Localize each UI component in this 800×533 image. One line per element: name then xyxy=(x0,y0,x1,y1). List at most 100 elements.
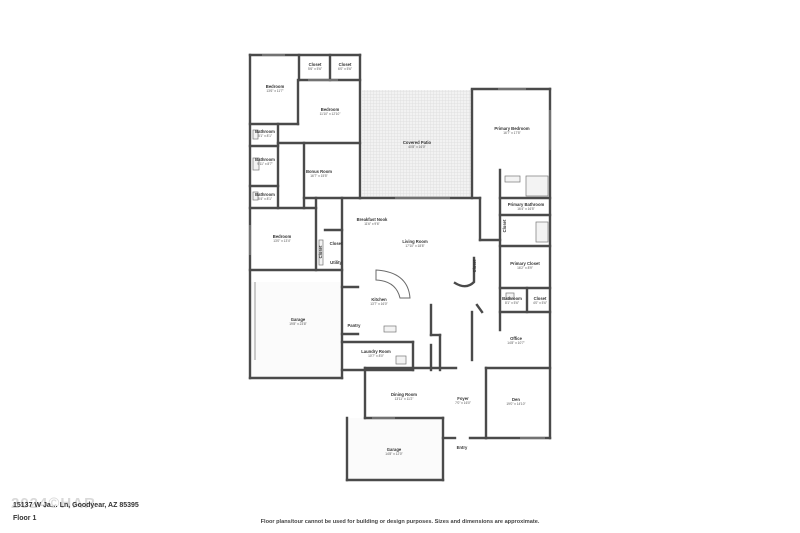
svg-text:Closet: Closet xyxy=(318,245,323,258)
svg-text:17'10" x 18'8": 17'10" x 18'8" xyxy=(405,244,424,248)
svg-text:Bedroom: Bedroom xyxy=(266,84,285,89)
svg-text:5'1" x 8'1": 5'1" x 8'1" xyxy=(258,134,272,138)
svg-text:Covered Patio: Covered Patio xyxy=(403,140,432,145)
svg-text:19'0" x 14'10": 19'0" x 14'10" xyxy=(506,402,525,406)
room-label-garage-1: Garage 19'8" x 23'8" xyxy=(289,317,306,326)
svg-text:Closet: Closet xyxy=(502,219,507,232)
room-label-bathroom-3: Bathroom 5'4" x 8'1" xyxy=(255,192,275,201)
windows xyxy=(249,54,551,439)
room-label-dining-room: Dining Room 13'11" x 11'2" xyxy=(391,392,417,401)
svg-text:Laundry Room: Laundry Room xyxy=(361,349,391,354)
svg-text:13'6" x 11'7": 13'6" x 11'7" xyxy=(266,89,283,93)
room-label-closet-7: Closet 4'0" x 5'6" xyxy=(533,296,547,305)
svg-text:Bathroom: Bathroom xyxy=(255,129,275,134)
room-label-bedroom-2: Bedroom 11'10" x 12'10" xyxy=(320,107,341,116)
room-label-closet-1: Closet 5'6" x 5'6" xyxy=(308,62,322,71)
svg-text:Closet: Closet xyxy=(339,62,352,67)
svg-text:6'0" x 5'6": 6'0" x 5'6" xyxy=(338,67,352,71)
room-label-primary-bedroom: Primary Bedroom 16'7" x 17'5" xyxy=(494,126,529,135)
svg-text:16'7" x 17'5": 16'7" x 17'5" xyxy=(503,131,520,135)
svg-text:5'4" x 8'1": 5'4" x 8'1" xyxy=(258,197,272,201)
room-label-closet-5: Closet xyxy=(502,219,507,232)
svg-text:Breakfast Nook: Breakfast Nook xyxy=(357,217,388,222)
room-label-garage-2: Garage 14'8" x 12'0" xyxy=(385,447,402,456)
room-label-bedroom-1: Bedroom 13'6" x 11'7" xyxy=(266,84,285,93)
disclaimer-text: Floor plans/tour cannot be used for buil… xyxy=(260,519,540,525)
room-label-breakfast-nook: Breakfast Nook 11'6" x 9'6" xyxy=(357,217,388,226)
svg-text:Garage: Garage xyxy=(291,317,306,322)
property-address: 15137 W Ja… Ln, Goodyear, AZ 85395 xyxy=(13,502,139,509)
kitchen-island-curve xyxy=(375,269,411,299)
svg-text:40'8" x 16'0": 40'8" x 16'0" xyxy=(408,145,425,149)
room-label-closet-4: Closet xyxy=(472,259,477,272)
svg-text:Living Room: Living Room xyxy=(402,239,428,244)
svg-text:Primary Bathroom: Primary Bathroom xyxy=(508,202,545,207)
svg-text:4'0" x 5'6": 4'0" x 5'6" xyxy=(533,301,547,305)
svg-text:10'7" x 8'0": 10'7" x 8'0" xyxy=(368,354,384,358)
svg-text:11'10" x 12'10": 11'10" x 12'10" xyxy=(320,112,341,116)
room-label-utility: Utility xyxy=(330,260,342,265)
room-label-office: Office 14'8" x 10'7" xyxy=(507,336,524,345)
floor-label: Floor 1 xyxy=(13,515,37,522)
svg-text:13'7" x 16'0": 13'7" x 16'0" xyxy=(370,302,387,306)
svg-text:Bathroom: Bathroom xyxy=(255,192,275,197)
svg-text:14'8" x 12'0": 14'8" x 12'0" xyxy=(385,452,402,456)
room-label-covered-patio: Covered Patio 40'8" x 16'0" xyxy=(403,140,432,149)
room-label-bathroom-4: Bathroom 8'1" x 5'6" xyxy=(502,296,522,305)
svg-text:Bonus Room: Bonus Room xyxy=(306,169,332,174)
svg-text:9'11" x 8'7": 9'11" x 8'7" xyxy=(257,162,272,166)
svg-text:7'0" x 16'0": 7'0" x 16'0" xyxy=(455,401,471,405)
room-label-primary-closet: Primary Closet 16'2" x 8'9" xyxy=(510,261,540,270)
room-label-bathroom-1: Bathroom 5'1" x 8'1" xyxy=(255,129,275,138)
svg-text:8'1" x 5'6": 8'1" x 5'6" xyxy=(505,301,519,305)
svg-text:Primary Bedroom: Primary Bedroom xyxy=(494,126,529,131)
svg-text:16'2" x 8'9": 16'2" x 8'9" xyxy=(517,266,533,270)
room-label-pantry: Pantry xyxy=(347,323,361,328)
svg-text:14'8" x 10'7": 14'8" x 10'7" xyxy=(507,341,524,345)
svg-text:11'6" x 9'6": 11'6" x 9'6" xyxy=(364,222,379,226)
svg-text:Bedroom: Bedroom xyxy=(273,234,292,239)
svg-text:Primary Closet: Primary Closet xyxy=(510,261,540,266)
svg-text:Garage: Garage xyxy=(387,447,402,452)
fixtures xyxy=(252,129,549,365)
watermark: 2024©HAR xyxy=(11,495,96,512)
room-label-laundry-room: Laundry Room 10'7" x 8'0" xyxy=(361,349,391,358)
room-label-bonus-room: Bonus Room 16'7" x 15'5" xyxy=(306,169,332,178)
svg-text:Bathroom: Bathroom xyxy=(255,157,275,162)
svg-text:Pantry: Pantry xyxy=(347,323,361,328)
svg-text:19'8" x 23'8": 19'8" x 23'8" xyxy=(289,322,306,326)
svg-text:Utility: Utility xyxy=(330,260,342,265)
garage-floor xyxy=(347,418,443,480)
svg-text:Office: Office xyxy=(510,336,523,341)
room-label-closet-6: Closet xyxy=(318,245,323,258)
svg-text:Closet: Closet xyxy=(534,296,547,301)
room-label-den: Den 19'0" x 14'10" xyxy=(506,397,525,406)
svg-text:Bedroom: Bedroom xyxy=(321,107,340,112)
svg-text:13'0" x 13'4": 13'0" x 13'4" xyxy=(273,239,290,243)
entry-label: Entry xyxy=(457,445,468,450)
svg-text:Foyer: Foyer xyxy=(457,396,469,401)
svg-text:Closet: Closet xyxy=(472,259,477,272)
svg-text:16'4" x 16'5": 16'4" x 16'5" xyxy=(517,207,534,211)
svg-text:Den: Den xyxy=(512,397,520,402)
svg-text:Bathroom: Bathroom xyxy=(502,296,522,301)
svg-text:16'7" x 15'5": 16'7" x 15'5" xyxy=(310,174,327,178)
room-label-bedroom-3: Bedroom 13'0" x 13'4" xyxy=(273,234,292,243)
svg-text:5'6" x 5'6": 5'6" x 5'6" xyxy=(308,67,322,71)
room-label-foyer: Foyer 7'0" x 16'0" xyxy=(455,396,471,405)
room-label-primary-bathroom: Primary Bathroom 16'4" x 16'5" xyxy=(508,202,545,211)
room-label-kitchen: Kitchen 13'7" x 16'0" xyxy=(370,297,387,306)
covered-patio-area xyxy=(362,90,472,198)
svg-text:Closet: Closet xyxy=(330,241,343,246)
room-label-bathroom-2: Bathroom 9'11" x 8'7" xyxy=(255,157,275,166)
garage-floor xyxy=(250,282,342,378)
curved-closet-wall xyxy=(453,256,476,288)
svg-text:Dining Room: Dining Room xyxy=(391,392,417,397)
svg-text:Entry: Entry xyxy=(457,445,468,450)
room-label-living-room: Living Room 17'10" x 18'8" xyxy=(402,239,428,248)
room-label-closet-2: Closet 6'0" x 5'6" xyxy=(338,62,352,71)
svg-text:Kitchen: Kitchen xyxy=(371,297,387,302)
svg-text:Closet: Closet xyxy=(309,62,322,67)
svg-text:13'11" x 11'2": 13'11" x 11'2" xyxy=(395,397,414,401)
